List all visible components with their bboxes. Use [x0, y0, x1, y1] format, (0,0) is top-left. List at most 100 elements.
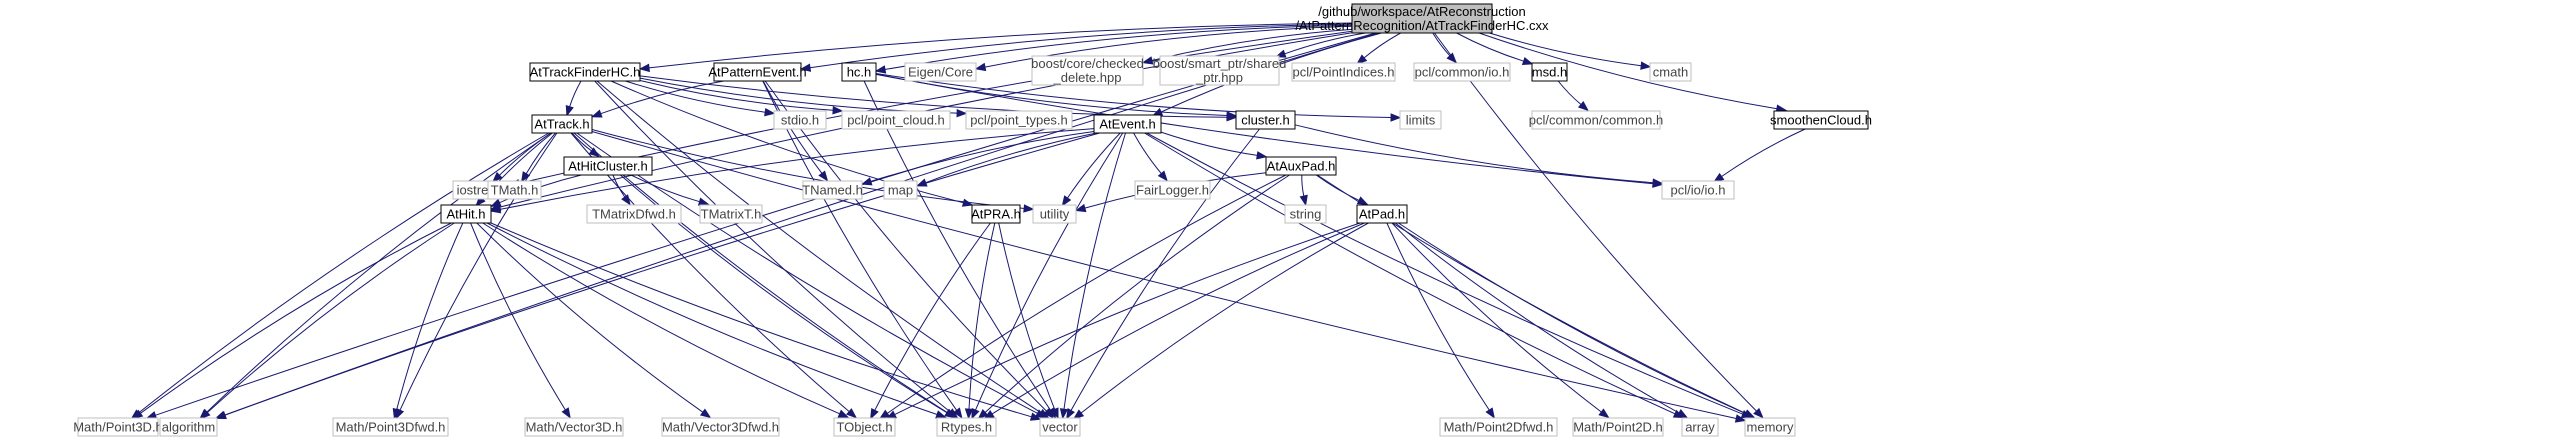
node-root: /github/workspace/AtReconstruction/AtPat… — [1295, 3, 1549, 34]
node-atpad_h[interactable]: AtPad.h — [1356, 204, 1408, 224]
edge-line — [476, 222, 704, 413]
edge-atevent_h-to-ataux_pad_h — [1160, 131, 1268, 160]
edge-line — [1363, 32, 1401, 59]
edge-arrowhead — [1299, 194, 1308, 207]
edge-arrowhead — [860, 177, 873, 186]
node-msd_h[interactable]: msd.h — [1531, 62, 1568, 82]
node-fairlogger_h: FairLogger.h — [1134, 180, 1211, 200]
edge-hc_h-to-limits — [875, 73, 1402, 122]
edge-line — [499, 128, 1095, 210]
edge-arrowhead — [521, 171, 531, 183]
node-utility: utility — [1032, 204, 1077, 224]
edge-arrowhead — [1485, 407, 1495, 419]
node-pcl_common_common: pcl/common/common.h — [1529, 110, 1663, 130]
edge-arrowhead — [1356, 54, 1368, 65]
edge-arrowhead — [590, 109, 603, 118]
edge-arrowhead — [1446, 52, 1457, 64]
edge-line — [399, 132, 558, 411]
node-box — [1265, 156, 1337, 176]
node-atpra_h[interactable]: AtPRA.h — [971, 204, 1021, 224]
edge-line — [594, 80, 951, 413]
edge-atevent_h-to-athit_h — [489, 128, 1095, 214]
node-pcl_pointindices: pcl/PointIndices.h — [1291, 62, 1396, 82]
edge-line — [1398, 222, 1746, 415]
edge-arrowhead — [1274, 49, 1287, 58]
node-box — [661, 417, 780, 437]
node-cluster_h[interactable]: cluster.h — [1235, 110, 1296, 130]
node-smoothencloud_h[interactable]: smoothenCloud.h — [1770, 110, 1872, 130]
node-label: memory — [1747, 420, 1794, 435]
edge-arrowhead — [489, 205, 502, 214]
edge-arrowhead — [971, 407, 980, 420]
edge-line — [1284, 32, 1366, 55]
node-label: _delete.hpp — [1053, 70, 1122, 85]
node-string: string — [1284, 204, 1327, 224]
edge-arrowhead — [1050, 407, 1059, 420]
node-label: /github/workspace/AtReconstruction — [1318, 4, 1525, 19]
node-label: Math/Point2Dfwd.h — [1444, 420, 1554, 435]
node-attrackfinderhc_h[interactable]: AtTrackFinderHC.h — [529, 62, 641, 82]
edge-arrowhead — [1640, 61, 1652, 70]
edge-atpad_h-to-tobject_h — [885, 222, 1361, 420]
node-ataux_pad_h[interactable]: AtAuxPad.h — [1265, 156, 1337, 176]
edge-line — [809, 23, 1353, 69]
edge-line — [1478, 32, 1777, 110]
edge-line — [625, 80, 766, 113]
node-pcl_io_io: pcl/io/io.h — [1661, 180, 1735, 200]
edge-line — [639, 80, 834, 111]
edge-line — [138, 132, 550, 414]
edge-athit_h-to-math_vector3dfwd — [476, 222, 712, 419]
node-tmatrixt_h: TMatrixT.h — [699, 204, 763, 224]
node-rtypes_h: Rtypes.h — [936, 417, 997, 437]
edge-arrowhead — [1059, 408, 1069, 420]
edge-atevent_h-to-vector — [1059, 132, 1126, 420]
node-algorithm: algorithm — [159, 417, 218, 437]
node-box — [1235, 110, 1296, 130]
node-atevent_h[interactable]: AtEvent.h — [1093, 114, 1162, 134]
node-atpatternevent_h[interactable]: AtPatternEvent.h — [708, 62, 807, 82]
edge-arrowhead — [974, 62, 987, 72]
edge-line — [887, 174, 1287, 414]
node-label: cluster.h — [1241, 113, 1289, 128]
node-box — [713, 62, 802, 82]
node-box — [1134, 180, 1211, 200]
edge-line — [1063, 132, 1126, 410]
node-attrack_h[interactable]: AtTrack.h — [531, 114, 593, 134]
edge-line — [486, 222, 938, 415]
edge-arrowhead — [588, 147, 600, 158]
node-label: TNamed.h — [802, 183, 863, 198]
edge-line — [224, 132, 1100, 416]
node-box — [904, 62, 977, 82]
node-label: AtHit.h — [446, 207, 485, 222]
node-label: smoothenCloud.h — [1770, 113, 1872, 128]
node-box — [586, 204, 682, 224]
node-tmatrixdfwd_h: TMatrixDfwd.h — [586, 204, 682, 224]
node-box — [1661, 180, 1735, 200]
node-box — [77, 417, 159, 437]
node-athitcluster_h[interactable]: AtHitCluster.h — [563, 156, 653, 176]
edge-atpad_h-to-math_point2d — [1391, 222, 1610, 419]
node-label: pcl/PointIndices.h — [1293, 65, 1395, 80]
edge-cluster_h-to-pcl_io_io — [1294, 124, 1664, 187]
edge-arrowhead — [1598, 408, 1610, 419]
edge-atevent_h-to-utility — [1061, 132, 1121, 207]
edge-root-to-attrackfinderhc_h — [638, 22, 1353, 73]
edge-root-to-pcl_common_io — [1432, 32, 1457, 64]
edge-line — [571, 132, 592, 152]
node-hc_h[interactable]: hc.h — [841, 62, 877, 82]
node-label: string — [1290, 207, 1322, 222]
edge-line — [1070, 128, 1260, 411]
edge-line — [525, 132, 556, 174]
node-label: Math/Vector3Dfwd.h — [662, 420, 779, 435]
edge-ataux_pad_h-to-tobject_h — [878, 174, 1287, 420]
node-vector: vector — [1039, 417, 1081, 437]
edge-root-to-cmath — [1489, 32, 1652, 70]
node-label: Math/Point2D.h — [1573, 420, 1663, 435]
node-athit_h[interactable]: AtHit.h — [440, 204, 492, 224]
edge-line — [612, 174, 626, 198]
edge-atpad_h-to-vector — [1072, 222, 1369, 420]
edge-line — [1160, 131, 1258, 156]
edge-arrowhead — [1157, 170, 1168, 182]
node-label: boost/core/checked — [1031, 56, 1144, 71]
edge-line — [591, 131, 1737, 419]
